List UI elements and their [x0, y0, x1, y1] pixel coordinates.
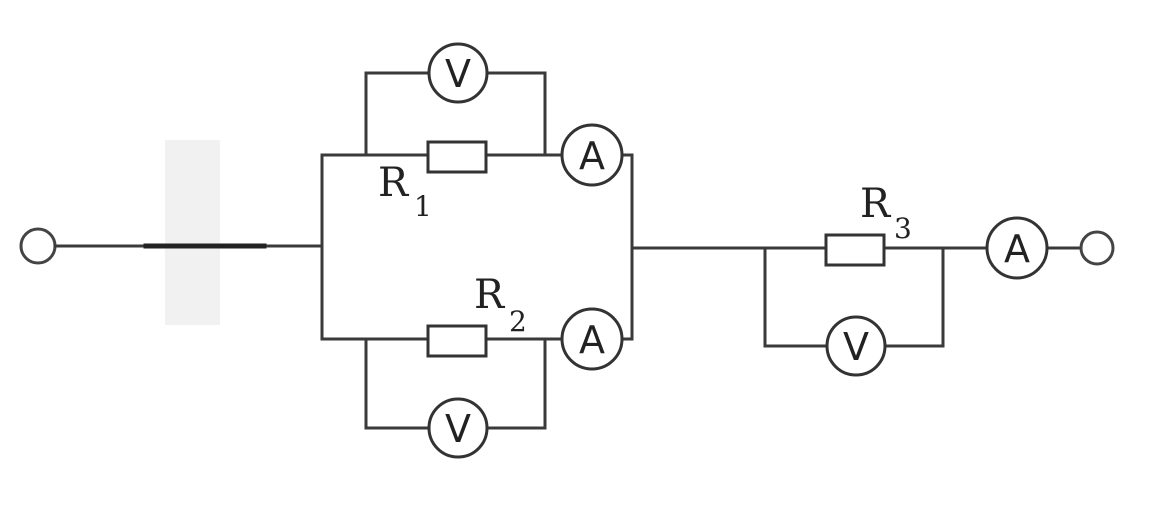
voltmeter-v2: V [427, 397, 489, 459]
voltmeter-v1: V [427, 42, 489, 104]
label-r2-index: 2 [509, 305, 527, 338]
label-r3: R 3 [860, 181, 912, 245]
resistor-r2 [426, 324, 488, 358]
label-r1-index: 1 [414, 190, 432, 223]
ammeter-a3-ring [985, 216, 1049, 280]
label-r3-letter: R [860, 181, 892, 227]
ammeter-a3: A [985, 216, 1049, 280]
right-terminal [1079, 230, 1115, 266]
label-r2-letter: R [474, 272, 506, 318]
voltmeter-v1-ring [427, 42, 489, 104]
ammeter-a1-ring [560, 123, 624, 187]
voltmeter-v3-ring [825, 315, 887, 377]
label-r3-index: 3 [894, 212, 912, 245]
voltmeter-v2-symbol: V [445, 407, 471, 451]
ammeter-a1-symbol: A [579, 134, 605, 178]
ammeter-a2-symbol: A [579, 318, 605, 362]
voltmeter-v2-ring [427, 397, 489, 459]
resistor-r1 [426, 140, 488, 174]
ammeter-a3-symbol: A [1004, 227, 1030, 271]
voltmeter-v3: V [825, 315, 887, 377]
voltmeter-v3-symbol: V [843, 325, 869, 369]
label-r2: R 2 [474, 272, 527, 338]
label-r1-letter: R [378, 160, 410, 206]
label-r1: R 1 [378, 160, 432, 223]
smudge [165, 140, 220, 325]
ammeter-a1: A [560, 123, 624, 187]
ammeter-a2: A [560, 307, 624, 371]
left-terminal [19, 227, 57, 265]
voltmeter-v1-symbol: V [445, 52, 471, 96]
ammeter-a2-ring [560, 307, 624, 371]
resistor-r3 [824, 233, 886, 267]
